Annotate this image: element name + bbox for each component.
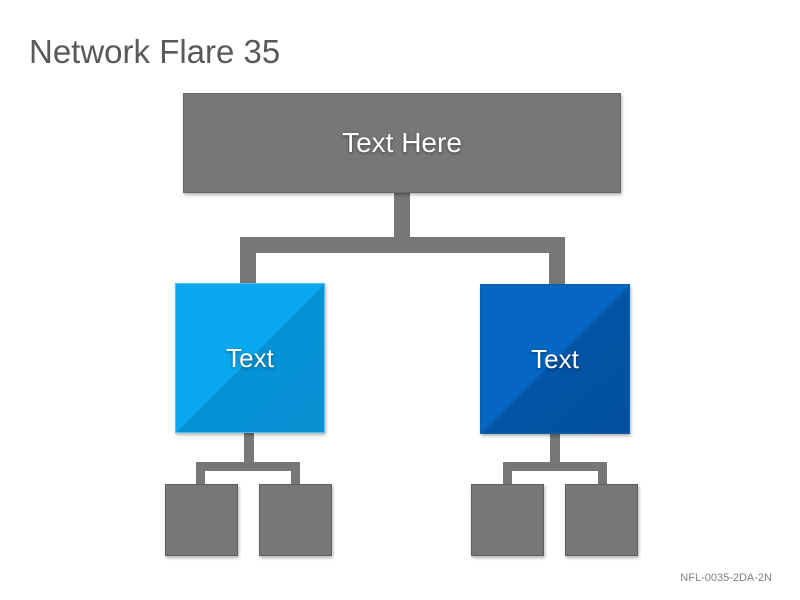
connector-right-drop <box>549 237 565 285</box>
top-box: Text Here <box>183 93 621 193</box>
connector-right-bar <box>503 462 607 471</box>
mid-box-left: Text <box>175 283 325 433</box>
leaf-box-left-2 <box>259 484 332 556</box>
mid-box-right: Text <box>480 284 630 434</box>
slide-code: NFL-0035-2DA-2N <box>680 572 772 584</box>
connector-right-leaf2-drop <box>598 462 607 485</box>
connector-main-bar <box>240 237 565 253</box>
mid-box-left-label: Text <box>226 342 274 373</box>
connector-top-stem <box>394 193 410 238</box>
connector-left-bar <box>196 462 300 471</box>
leaf-box-right-1 <box>471 484 544 556</box>
page-title: Network Flare 35 <box>29 33 281 70</box>
connector-right-stem <box>550 433 560 463</box>
connector-left-drop <box>240 237 256 284</box>
top-box-label: Text Here <box>342 127 462 158</box>
connector-left-stem <box>244 433 254 463</box>
connector-left-leaf1-drop <box>196 462 205 485</box>
connector-right-leaf1-drop <box>503 462 512 485</box>
mid-box-right-label: Text <box>531 343 579 374</box>
leaf-box-left-1 <box>165 484 238 556</box>
connector-left-leaf2-drop <box>291 462 300 485</box>
leaf-box-right-2 <box>565 484 638 556</box>
